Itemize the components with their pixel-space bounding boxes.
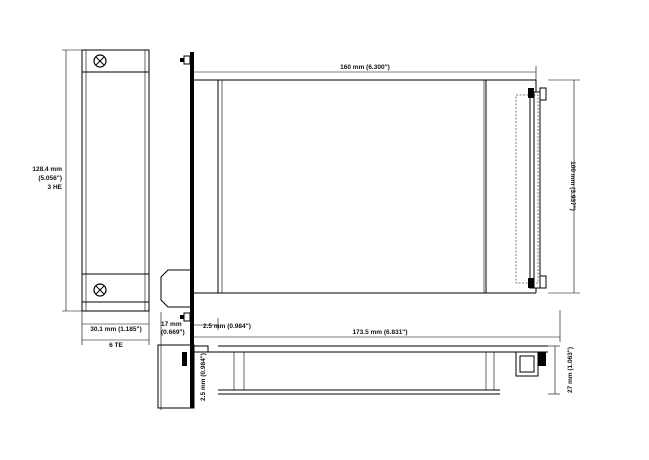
- front-view: [62, 49, 150, 345]
- board-height-label: 100 mm (3.937"): [569, 161, 576, 211]
- front-height-label: 128.4 mm: [32, 166, 62, 173]
- offset-bottom-label: 2.5 mm (0.984"): [200, 353, 207, 401]
- front-panel: [81, 49, 150, 312]
- side-view: [160, 52, 580, 410]
- handle-depth-label-b: (0.669"): [161, 329, 185, 336]
- handle-depth-label-a: 17 mm: [161, 321, 182, 328]
- front-width-label: 30.1 mm (1.185"): [90, 326, 142, 333]
- top-screw-icon: [93, 54, 107, 68]
- front-height-he-label: 3 HE: [48, 184, 63, 191]
- bottom-view: [157, 344, 560, 409]
- offset-top-label: 2.5 mm (0.984"): [203, 323, 251, 330]
- handle: [160, 269, 190, 308]
- board-length-label: 160 mm (6.300"): [340, 64, 390, 71]
- bottom-screw-icon: [93, 283, 107, 297]
- pcb-board: [217, 79, 487, 294]
- front-height-inch-label: (5.056"): [38, 175, 62, 182]
- bottom-height-label: 27 mm (1.063"): [567, 347, 574, 393]
- front-width-te-label: 6 TE: [109, 342, 123, 349]
- side-front-panel: [190, 52, 194, 408]
- backplane-connector: [515, 80, 547, 293]
- total-length-label: 173.5 mm (6.831"): [352, 329, 407, 336]
